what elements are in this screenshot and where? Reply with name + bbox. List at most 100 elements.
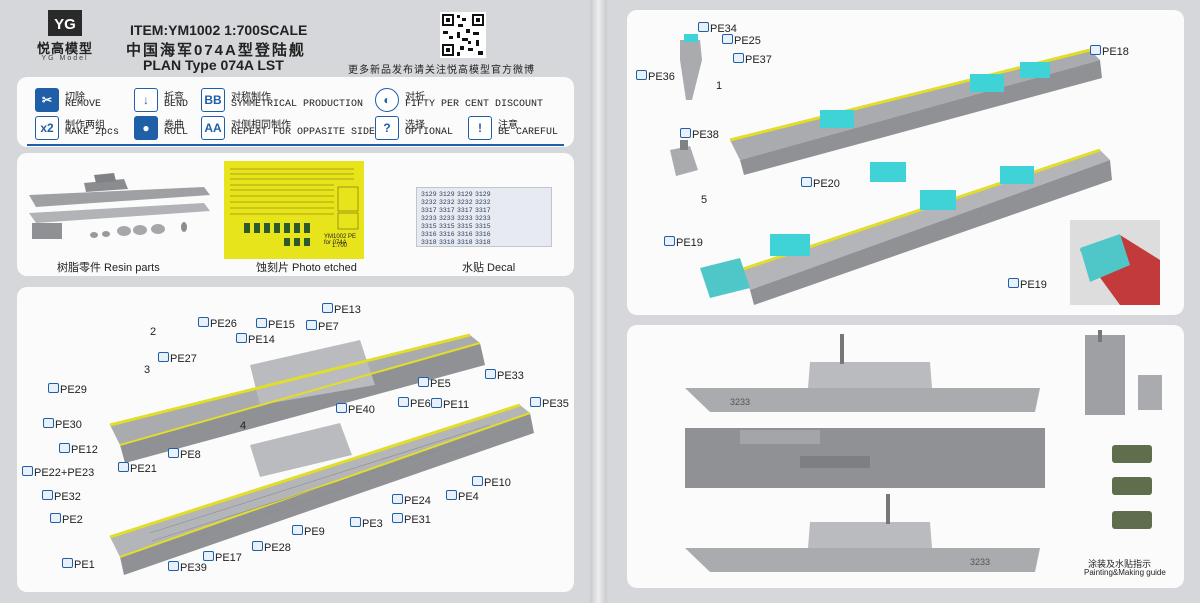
- callout-text: PE26: [210, 318, 237, 330]
- callout-text: PE21: [130, 463, 157, 475]
- title-en: PLAN Type 074A LST: [143, 57, 284, 73]
- callout-label: PE7: [306, 320, 339, 333]
- legend-label-cn: 制作两组: [65, 120, 105, 131]
- decal-number: 3316: [421, 231, 437, 238]
- decal-number: 3316: [439, 231, 455, 238]
- legend-label-en: BEND: [164, 99, 189, 110]
- decal-number: 3233: [421, 215, 437, 222]
- decal-number: 3316: [475, 231, 491, 238]
- callout-label: PE13: [322, 303, 361, 316]
- pe-part-icon: [236, 333, 247, 343]
- decal-number: 3317: [457, 207, 473, 214]
- legend-divider: [27, 144, 564, 146]
- callout-text: PE19: [1020, 279, 1047, 291]
- item-line: ITEM:YM1002 1:700SCALE: [130, 22, 308, 38]
- callout-label: PE39: [168, 561, 207, 574]
- pe-part-icon: [22, 466, 33, 476]
- hull-number-bottom: 3233: [970, 557, 990, 567]
- half-discount-icon: ◐: [375, 88, 399, 112]
- callout-text: PE28: [264, 542, 291, 554]
- guide-title-en: Painting&Making guide: [1084, 568, 1166, 577]
- weibo-note: 更多新品发布请关注悦高模型官方微博: [348, 65, 535, 76]
- brand-name-en: YG Model: [41, 55, 89, 62]
- legend-label-en: BE CAREFUL: [498, 127, 559, 138]
- callout-label: PE4: [446, 490, 479, 503]
- legend-label-cn: 切除: [65, 92, 85, 103]
- pe-part-icon: [636, 70, 647, 80]
- callout-label: PE3: [350, 517, 383, 530]
- pe-part-icon: [733, 53, 744, 63]
- decal-number: 3129: [475, 191, 491, 198]
- pe-part-icon: [168, 448, 179, 458]
- decal-number: 3318: [439, 239, 455, 246]
- pe-part-icon: [392, 513, 403, 523]
- callout-text: PE32: [54, 491, 81, 503]
- pe-part-icon: [801, 177, 812, 187]
- decal-number: 3317: [421, 207, 437, 214]
- callout-text: PE9: [304, 526, 325, 538]
- callout-text: PE6: [410, 398, 431, 410]
- callout-label: PE29: [48, 383, 87, 396]
- callout-text: PE1: [74, 559, 95, 571]
- callout-label: PE21: [118, 462, 157, 475]
- decal-number: 3315: [457, 223, 473, 230]
- hull-number-top: 3233: [730, 397, 750, 407]
- pe-part-icon: [418, 377, 429, 387]
- pe-caption: 蚀刻片 Photo etched: [256, 262, 357, 274]
- decal-number: 3129: [439, 191, 455, 198]
- callout-label: 5: [701, 194, 707, 206]
- pe-part-icon: [59, 443, 70, 453]
- callout-label: PE26: [198, 317, 237, 330]
- callout-label: PE8: [168, 448, 201, 461]
- callout-label: PE10: [472, 476, 511, 489]
- pe-part-icon: [1090, 45, 1101, 55]
- pe-part-icon: [198, 317, 209, 327]
- optional-icon: ?: [375, 116, 399, 140]
- legend-label-en: FIFTY PER CENT DISCOUNT: [405, 99, 544, 110]
- roll-icon: ●: [134, 116, 158, 140]
- callout-text: 5: [701, 194, 708, 206]
- make-2pcs-icon: x2: [35, 116, 59, 140]
- yg-logo: YG 悦高模型 YG Model: [30, 10, 100, 70]
- left-hull-illustration: [109, 333, 534, 575]
- legend-label-en: SYMMETRICAL PRODUCTION: [231, 99, 364, 110]
- legend-label-cn: 对称制作: [231, 92, 271, 103]
- callout-label: PE38: [680, 128, 719, 141]
- pe-part-icon: [398, 397, 409, 407]
- pe-part-icon: [698, 22, 709, 32]
- decal-number: 3233: [439, 215, 455, 222]
- callout-label: PE12: [59, 443, 98, 456]
- pe-part-icon: [472, 476, 483, 486]
- remove-icon: ✂: [35, 88, 59, 112]
- decal-number: 3232: [439, 199, 455, 206]
- pe-part-icon: [336, 403, 347, 413]
- legend-label-cn: 选择: [405, 120, 425, 131]
- pe-part-icon: [1008, 278, 1019, 288]
- pe-part-icon: [118, 462, 129, 472]
- photo-etched-sheet: YM1002 PE for 074A 1:700: [224, 161, 364, 259]
- legend-label-cn: 注意: [498, 120, 518, 131]
- callout-text: 1: [716, 80, 723, 92]
- pe-fret-pattern: [230, 168, 359, 246]
- callout-label: 2: [150, 326, 156, 338]
- pe-part-icon: [350, 517, 361, 527]
- legend-label-en: REPEAT FOR OPPASITE SIDE: [231, 127, 376, 138]
- legend-label-cn: 折弯: [164, 92, 184, 103]
- legend-label-cn: 卷曲: [164, 120, 184, 131]
- callout-text: PE27: [170, 353, 197, 365]
- callout-text: PE24: [404, 495, 431, 507]
- callout-text: PE3: [362, 518, 383, 530]
- callout-text: PE40: [348, 404, 375, 416]
- bend-icon: ↓: [134, 88, 158, 112]
- callout-text: PE13: [334, 304, 361, 316]
- pe-part-icon: [722, 34, 733, 44]
- pe-part-icon: [664, 236, 675, 246]
- pe-part-icon: [43, 418, 54, 428]
- decal-number: 3318: [475, 239, 491, 246]
- decal-number: 3315: [439, 223, 455, 230]
- resin-caption: 树脂零件 Resin parts: [57, 262, 160, 274]
- decal-number: 3232: [457, 199, 473, 206]
